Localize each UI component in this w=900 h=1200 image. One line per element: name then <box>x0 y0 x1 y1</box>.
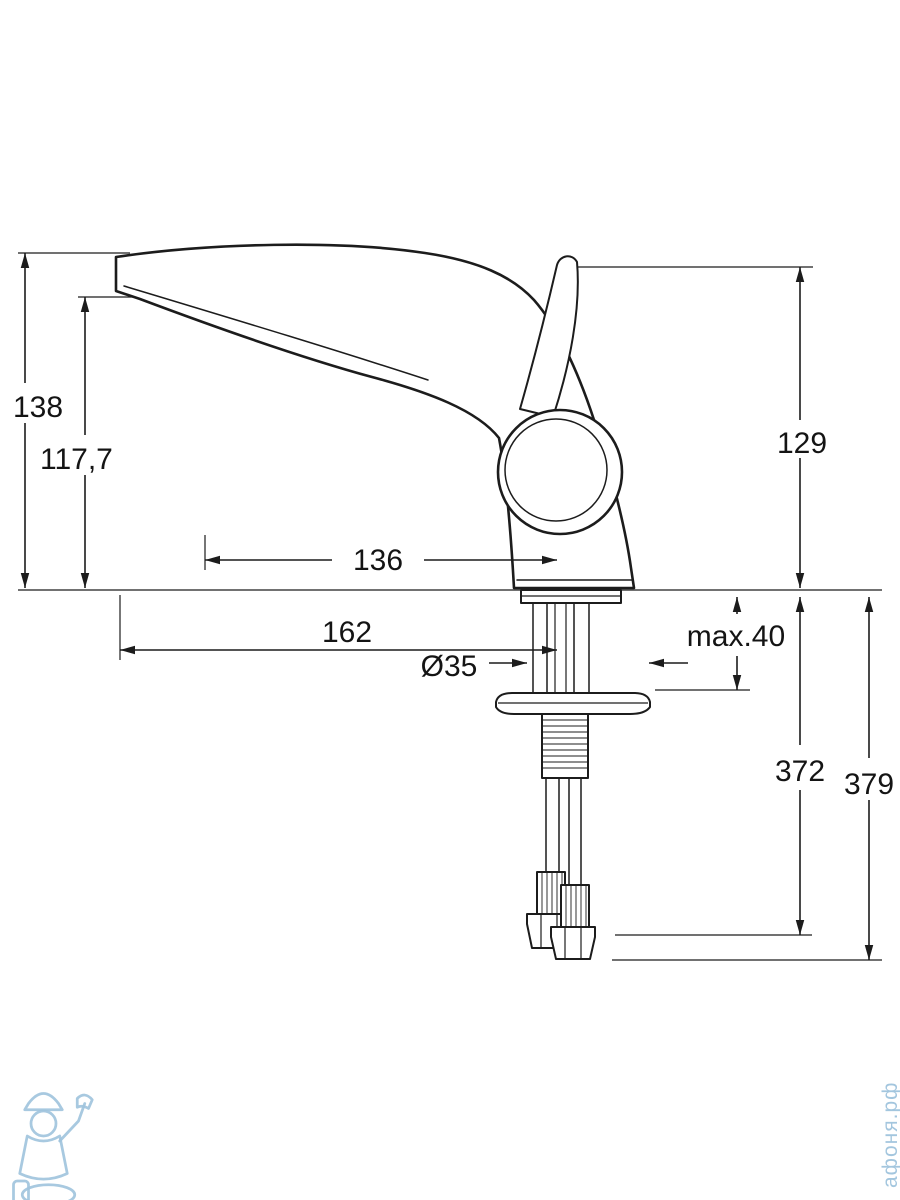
dim-total-reach: 162 <box>322 616 372 649</box>
spout-inner-line <box>123 285 429 381</box>
dimension-labels: 138 117,7 129 136 162 max.40 Ø35 372 379 <box>13 391 894 801</box>
dim-deck-max: max.40 <box>687 620 785 653</box>
dim-total-length-below: 379 <box>844 768 894 801</box>
faucet-body-outline <box>114 243 636 590</box>
dimension-lines <box>20 253 874 960</box>
hose-connector-right <box>550 884 596 960</box>
threaded-tube <box>541 713 589 779</box>
thread-hatch <box>543 719 587 769</box>
cartridge-inner-circle <box>504 418 608 522</box>
faucet-undercounter-group <box>495 589 651 960</box>
cartridge-circle <box>496 408 624 536</box>
extension-lines <box>18 252 882 961</box>
supply-hoses <box>545 777 582 886</box>
watermark-site-text: афоня.рф <box>879 1082 900 1188</box>
watermark-logo <box>12 1092 94 1200</box>
dim-height-total: 138 <box>13 391 63 424</box>
dim-spout-reach: 136 <box>353 544 403 577</box>
dim-body-height: 129 <box>777 427 827 460</box>
faucet-handle <box>519 255 579 418</box>
dim-hose-length: 372 <box>775 755 825 788</box>
faucet-body-group <box>114 243 636 590</box>
dim-hole-diameter: Ø35 <box>421 650 478 683</box>
dim-spout-height: 117,7 <box>40 443 113 476</box>
